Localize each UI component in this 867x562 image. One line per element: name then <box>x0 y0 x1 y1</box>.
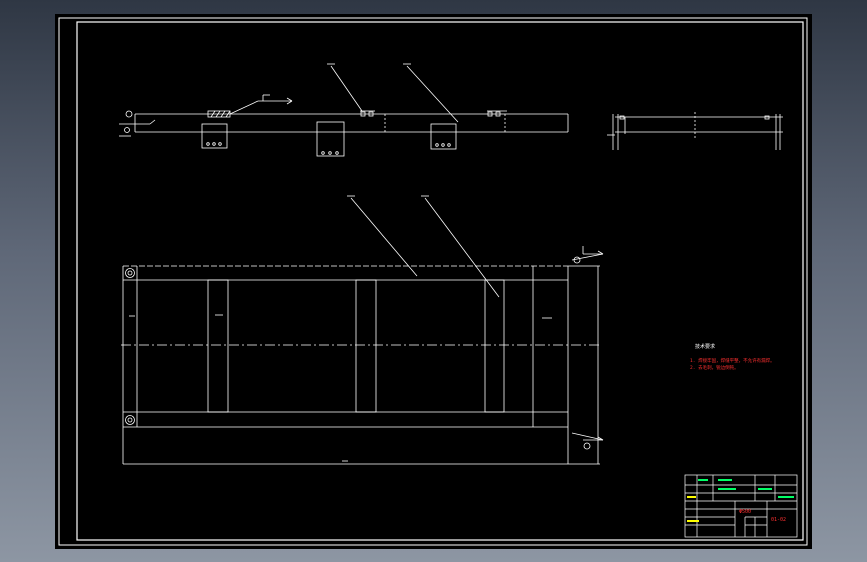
technical-notes: 技术要求 1. 焊接牢固，焊缝平整，不允许有漏焊。 2. 去毛刺，锐边倒钝。 <box>690 343 775 371</box>
title-drawing-no: 01-02 <box>771 517 786 523</box>
title-block <box>684 474 798 538</box>
note-2: 2. 去毛刺，锐边倒钝。 <box>690 364 739 371</box>
title-part-name: Φ500 <box>739 509 751 515</box>
front-view <box>119 63 569 157</box>
notes-title: 技术要求 <box>695 343 715 350</box>
plan-view <box>121 195 604 465</box>
sheet-inner-border <box>76 21 804 541</box>
side-view <box>607 112 783 150</box>
sheet-outer-border <box>58 17 808 546</box>
cad-viewport[interactable]: 技术要求 1. 焊接牢固，焊缝平整，不允许有漏焊。 2. 去毛刺，锐边倒钝。 <box>55 14 812 549</box>
drawing-canvas: 技术要求 1. 焊接牢固，焊缝平整，不允许有漏焊。 2. 去毛刺，锐边倒钝。 <box>58 17 808 546</box>
note-1: 1. 焊接牢固，焊缝平整，不允许有漏焊。 <box>690 357 775 364</box>
